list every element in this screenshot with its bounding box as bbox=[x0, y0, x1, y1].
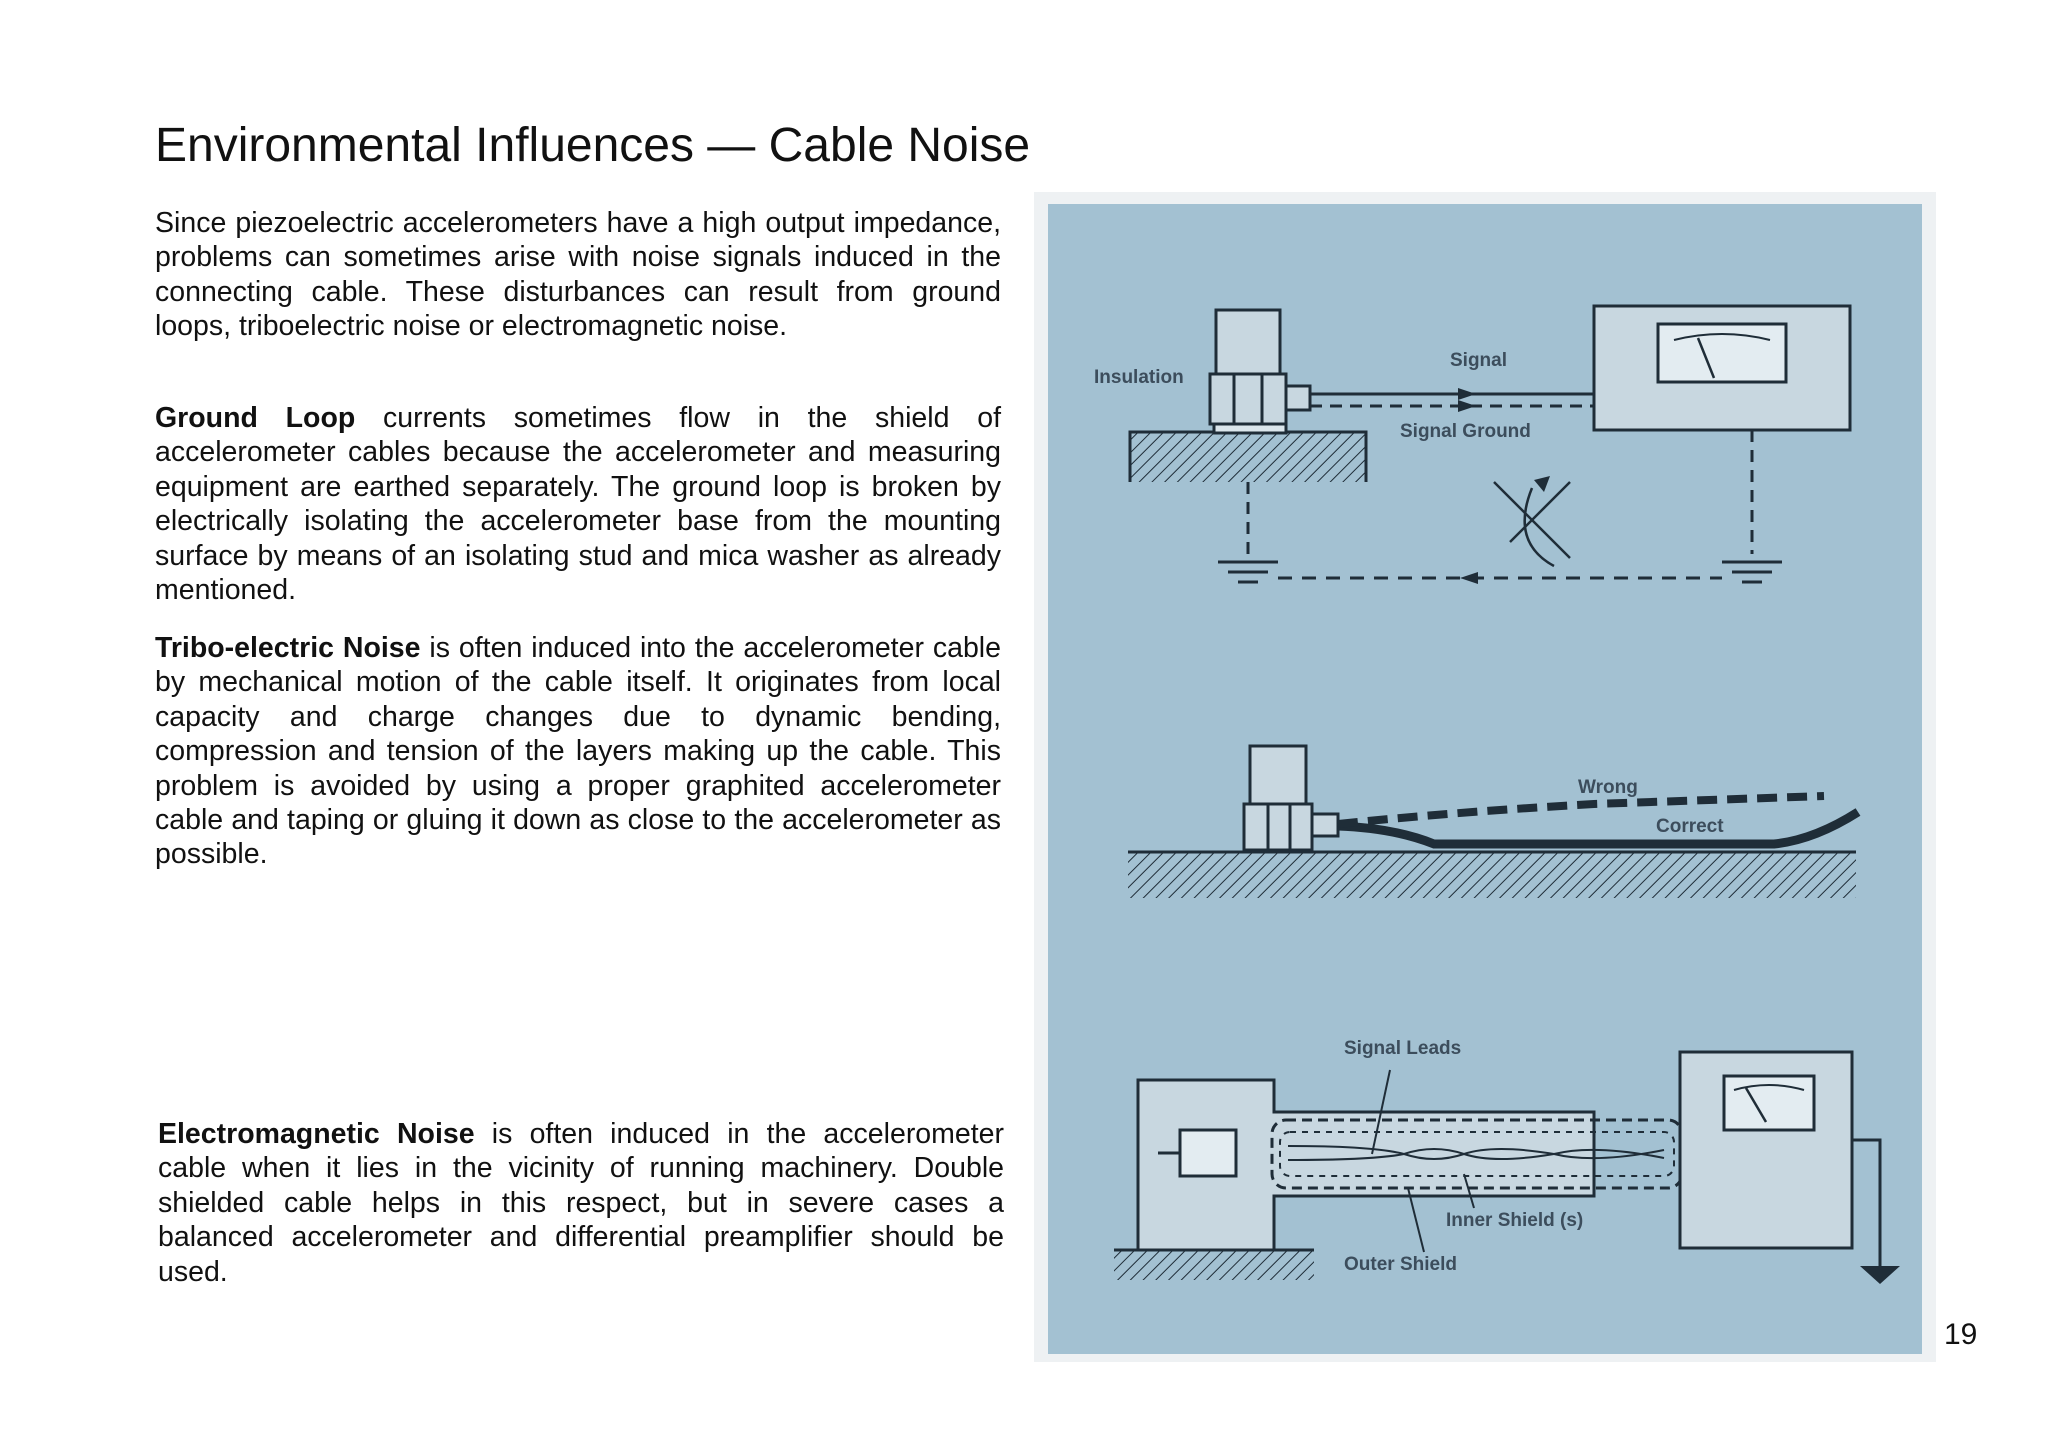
label-inner-shield: Inner Shield (s) bbox=[1446, 1210, 1583, 1231]
label-signal: Signal bbox=[1450, 350, 1507, 371]
label-signal-ground: Signal Ground bbox=[1400, 421, 1531, 442]
label-insulation: Insulation bbox=[1094, 367, 1184, 388]
tribo-diagram bbox=[1128, 744, 1861, 898]
tribo-text: is often induced into the acceler­ometer… bbox=[155, 632, 1001, 871]
preamp-meter-scale bbox=[1733, 1084, 1805, 1091]
intro-text: Since piezoelectric accelerometers have … bbox=[155, 207, 1001, 343]
em-term: Electromagnetic Noise bbox=[158, 1118, 475, 1150]
cable-noise-figure: Insulation Signal Signal Ground Wrong Co… bbox=[1034, 192, 1936, 1362]
page-title: Environmental Influences — Cable Noise bbox=[155, 119, 1031, 172]
accelerometer-hex-2 bbox=[1242, 802, 1314, 852]
label-signal-leads: Signal Leads bbox=[1344, 1038, 1461, 1059]
label-wrong: Wrong bbox=[1578, 777, 1638, 798]
label-outer-shield: Outer Shield bbox=[1344, 1254, 1457, 1275]
signal-leads-2 bbox=[1287, 1148, 1665, 1161]
label-correct: Correct bbox=[1656, 816, 1724, 837]
ground-loop-paragraph: Ground Loop currents sometimes flow in t… bbox=[155, 401, 1001, 607]
broken-loop-cross-2 bbox=[1509, 481, 1571, 543]
balanced-accelerometer bbox=[1178, 1128, 1238, 1178]
accelerometer-hex bbox=[1208, 372, 1288, 426]
meter-needle bbox=[1696, 337, 1716, 379]
preamp-ground-lead bbox=[1852, 1138, 1882, 1266]
meter-scale bbox=[1673, 333, 1771, 341]
preamp-ground-symbol bbox=[1860, 1266, 1900, 1284]
pointer-outer-shield bbox=[1407, 1187, 1425, 1253]
intro-paragraph: Since piezoelectric accelerometers have … bbox=[155, 206, 1001, 344]
ground-loop-arrow bbox=[1460, 572, 1478, 584]
page-number: 19 bbox=[1944, 1318, 1978, 1351]
broken-loop-arrow bbox=[1534, 476, 1550, 492]
em-base-hatch bbox=[1114, 1250, 1314, 1280]
pointer-signal-leads bbox=[1371, 1069, 1391, 1155]
connector-2 bbox=[1310, 812, 1340, 838]
ground-loop-text: currents sometimes flow in the shield of… bbox=[155, 402, 1001, 607]
cable-correct bbox=[1337, 808, 1861, 849]
em-paragraph: Electromagnetic Noise is often induced i… bbox=[158, 1117, 1004, 1289]
machine-housing bbox=[1136, 1078, 1596, 1252]
mounting-base-hatch bbox=[1130, 432, 1366, 482]
tribo-paragraph: Tribo-electric Noise is often induced in… bbox=[155, 631, 1001, 872]
instrument-meter bbox=[1656, 322, 1788, 384]
broken-loop-symbol bbox=[1523, 487, 1555, 568]
accelerometer-body bbox=[1214, 308, 1282, 376]
em-diagram bbox=[1114, 1050, 1900, 1284]
ground-loop-term: Ground Loop bbox=[155, 402, 356, 434]
preamp-needle bbox=[1744, 1087, 1768, 1123]
em-text: is often induced in the acceler­ometer c… bbox=[158, 1118, 1005, 1288]
signal-arrow bbox=[1458, 388, 1476, 400]
cable-wrong bbox=[1337, 792, 1825, 828]
signal-ground-arrow bbox=[1458, 400, 1476, 412]
pointer-inner-shield bbox=[1463, 1173, 1475, 1209]
connector bbox=[1284, 384, 1312, 412]
inner-shield bbox=[1279, 1131, 1675, 1177]
ground-loop-diagram bbox=[1128, 304, 1852, 584]
surface-hatch bbox=[1128, 852, 1856, 898]
accelerometer-body-2 bbox=[1248, 744, 1308, 806]
tribo-term: Tribo-electric Noise bbox=[155, 632, 421, 664]
